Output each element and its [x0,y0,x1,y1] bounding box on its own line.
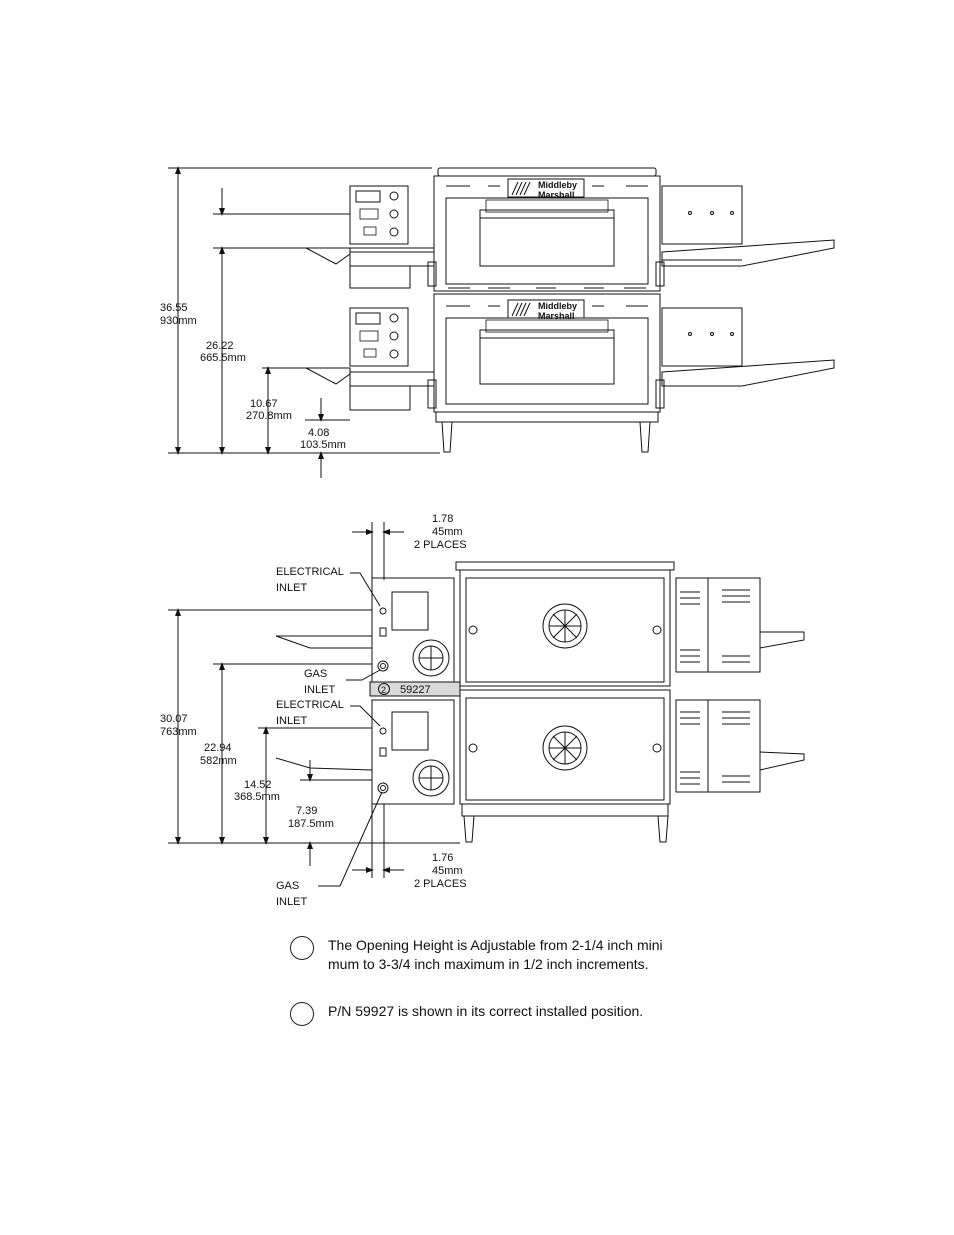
rear-view [168,522,805,887]
dim-26-22-inch: 26.22 [206,340,234,352]
dim-22-94-mm: 582mm [200,755,237,767]
front-view [168,167,835,454]
electrical-inlet-2-line2: INLET [276,715,307,727]
brand-logo-lower-2: Marshall [538,311,575,321]
dim-26-22-mm: 665.5mm [200,352,246,364]
rear-view-labels: 1.78 45mm 2 PLACES ELECTRICAL INLET GAS … [160,513,467,908]
part-callout-number: 2 [381,685,386,695]
dim-36-55-mm: 930mm [160,315,197,327]
dim-14-52-mm: 368.5mm [234,791,280,803]
dim-14-52-inch: 14.52 [244,779,272,791]
gas-inlet-1-line1: GAS [304,668,327,680]
part-callout-circle [378,683,390,695]
front-view-dimensions [175,166,324,478]
electrical-inlet-2-line1: ELECTRICAL [276,699,344,711]
note-opening-height-text: The Opening Height is Adjustable from 2-… [328,937,663,972]
lower-oven-deck [305,293,835,453]
brand-logo-upper-1: Middleby [538,180,577,190]
upper-oven-deck [305,167,835,292]
front-view-dimension-labels: 36.55 930mm 26.22 665.5mm 10.67 270.8mm … [160,180,577,451]
rear-view-dimensions [175,529,404,873]
dim-1-76-inch: 1.76 [432,852,453,864]
dim-36-55-inch: 36.55 [160,302,188,314]
part-callout-band [369,681,461,697]
dim-1-78-mm: 45mm [432,526,463,538]
dim-1-76-mm: 45mm [432,865,463,877]
note-part-position-text: P/N 59927 is shown in its correct instal… [328,1003,644,1019]
dim-30-07-mm: 763mm [160,726,197,738]
gas-inlet-2-line1: GAS [276,880,299,892]
rear-upper-deck [275,561,805,687]
brand-logo-lower-1: Middleby [538,301,577,311]
gas-inlet-2-line2: INLET [276,896,307,908]
note-opening-height: The Opening Height is Adjustable from 2-… [290,936,728,974]
dim-7-39-inch: 7.39 [296,805,317,817]
rear-lower-deck [275,689,805,843]
dim-22-94-inch: 22.94 [204,742,232,754]
gas-inlet-1-line2: INLET [304,684,335,696]
note-circle-marker [290,936,314,960]
dim-10-67-mm: 270.8mm [246,410,292,422]
note-circle-marker [290,1002,314,1026]
electrical-inlet-1-line2: INLET [276,582,307,594]
dim-1-76-note: 2 PLACES [414,878,467,890]
dim-4-08-inch: 4.08 [308,427,329,439]
electrical-inlet-1-line1: ELECTRICAL [276,566,344,578]
dim-1-78-inch: 1.78 [432,513,453,525]
dim-1-78-note: 2 PLACES [414,539,467,551]
brand-logo-upper-2: Marshall [538,190,575,200]
dim-7-39-mm: 187.5mm [288,818,334,830]
dim-30-07-inch: 30.07 [160,713,188,725]
note-part-position: P/N 59927 is shown in its correct instal… [290,1002,728,1026]
part-number-label: 59227 [400,684,431,696]
dim-4-08-mm: 103.5mm [300,439,346,451]
dim-10-67-inch: 10.67 [250,398,278,410]
